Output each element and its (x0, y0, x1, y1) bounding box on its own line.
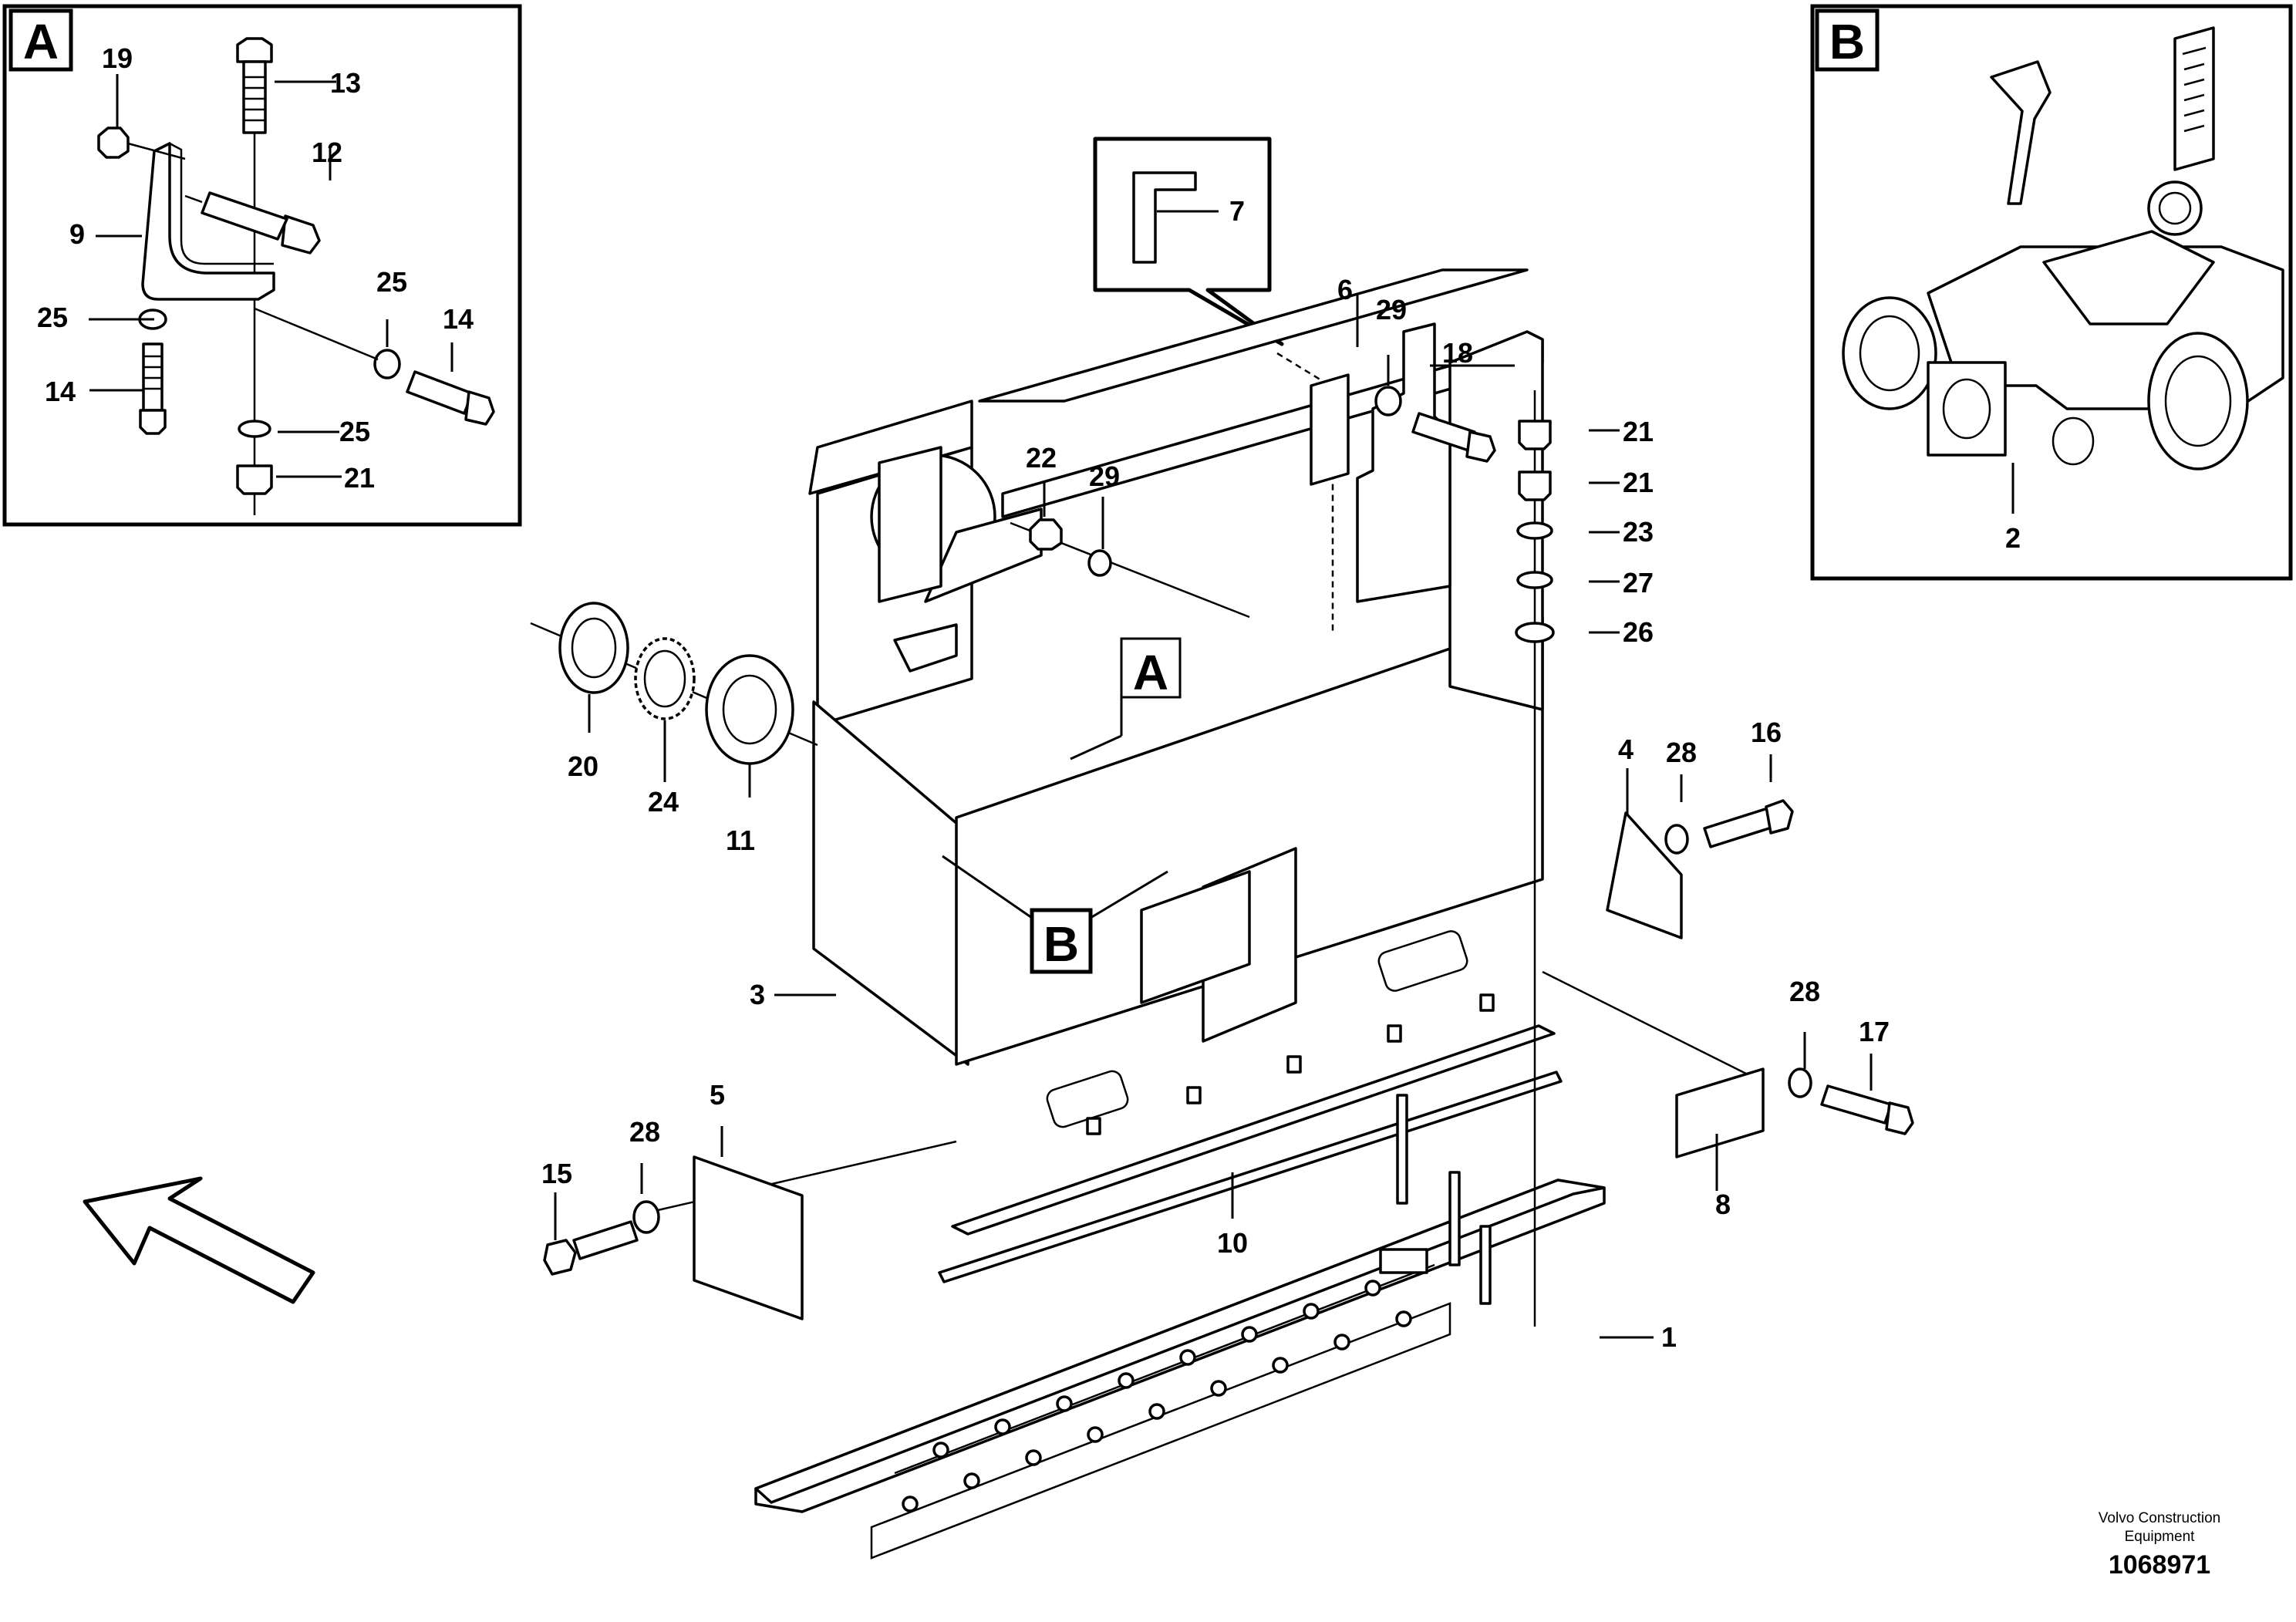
lockwasher-24 (634, 637, 696, 720)
bracket-9 (141, 142, 275, 301)
callout-7: 7 (1229, 195, 1245, 227)
bolt-13 (236, 37, 273, 515)
callout-14-right: 14 (443, 303, 474, 335)
callout-26: 26 (1623, 616, 1654, 648)
section-marker-a: A (1070, 637, 1182, 760)
callout-24: 24 (648, 786, 679, 818)
washer-28-left (632, 1200, 660, 1234)
callout-20: 20 (568, 750, 598, 782)
callout-13: 13 (330, 67, 361, 99)
callout-18: 18 (1442, 337, 1473, 369)
washer-28-right-upper (1664, 824, 1689, 855)
callout-15: 15 (541, 1158, 572, 1189)
nut-19 (97, 126, 130, 159)
callout-4: 4 (1618, 733, 1633, 765)
cover-8 (1675, 1067, 1765, 1158)
callout-21-upper: 21 (1623, 416, 1654, 447)
washer-25-right (373, 349, 401, 379)
nut-21-lower (1518, 470, 1552, 501)
svg-text:B: B (1043, 916, 1079, 972)
washer-29-lower (1087, 549, 1112, 577)
detail-7-callout-box: 7 (1093, 137, 1284, 346)
cover-5 (693, 1155, 804, 1320)
callout-23: 23 (1623, 516, 1654, 548)
bracket-7 (1132, 171, 1197, 264)
callout-28-left: 28 (629, 1116, 660, 1148)
callout-2: 2 (2005, 522, 2021, 554)
callout-25-bottom: 25 (339, 416, 370, 447)
detail-a-inset: A (2, 4, 522, 527)
main-frame-3 (808, 268, 1544, 1135)
bolt-16 (1703, 799, 1794, 848)
footer-brand-line2: Equipment (2125, 1529, 2196, 1545)
base-plate-1 (754, 1094, 1606, 1560)
nut-22 (1029, 518, 1063, 551)
callout-12: 12 (312, 137, 342, 168)
bolt-18 (1411, 412, 1496, 463)
joystick-assembly (1842, 26, 2284, 470)
bolt-12 (201, 191, 321, 255)
callout-25-top: 25 (376, 266, 407, 298)
callout-28-right-lower: 28 (1789, 976, 1820, 1007)
callout-17: 17 (1859, 1016, 1890, 1047)
nut-21-inset (236, 464, 273, 495)
section-marker-b: B (942, 855, 1168, 974)
bolt-14-left (139, 342, 167, 435)
bolt-14-right (406, 370, 495, 426)
callout-19: 19 (102, 42, 133, 74)
washer-25-bottom (238, 420, 271, 438)
figure-id: 1068971 (2109, 1550, 2210, 1580)
callout-28-right-upper: 28 (1666, 737, 1697, 768)
bolt-15 (543, 1220, 639, 1276)
callout-9: 9 (69, 218, 85, 250)
bearing-11 (705, 654, 794, 765)
callout-5: 5 (710, 1079, 725, 1111)
washer-23 (1516, 521, 1553, 540)
washer-26 (1515, 622, 1555, 643)
plate-6 (1310, 373, 1350, 486)
callout-6: 6 (1337, 274, 1353, 305)
footer-brand-line1: Volvo Construction (2099, 1510, 2220, 1526)
callout-1: 1 (1661, 1321, 1677, 1353)
callout-21-lower: 21 (1623, 467, 1654, 498)
callout-3: 3 (750, 979, 765, 1010)
nut-20 (558, 602, 629, 694)
direction-arrow-icon (83, 1176, 315, 1304)
callout-10: 10 (1217, 1227, 1248, 1259)
bolt-17 (1820, 1084, 1914, 1135)
callout-25-left: 25 (37, 302, 68, 333)
callout-16: 16 (1751, 717, 1782, 748)
cover-4 (1606, 811, 1683, 939)
callout-14-left: 14 (45, 376, 76, 407)
callout-27: 27 (1623, 567, 1654, 599)
washer-28-right-lower (1788, 1067, 1812, 1098)
detail-b-tag: B (1829, 14, 1865, 69)
callout-11: 11 (726, 824, 755, 856)
callout-8: 8 (1715, 1189, 1731, 1220)
detail-a-tag: A (23, 14, 59, 69)
svg-text:A: A (1133, 645, 1168, 700)
detail-b-inset: B 2 (1810, 4, 2293, 581)
washer-27 (1516, 571, 1553, 589)
callout-29-lower: 29 (1089, 460, 1120, 492)
callout-29-upper: 29 (1376, 294, 1407, 325)
callout-21-inset: 21 (344, 462, 375, 494)
washer-29-upper (1374, 386, 1402, 416)
callout-22: 22 (1026, 442, 1057, 474)
nut-21-upper (1518, 420, 1552, 450)
